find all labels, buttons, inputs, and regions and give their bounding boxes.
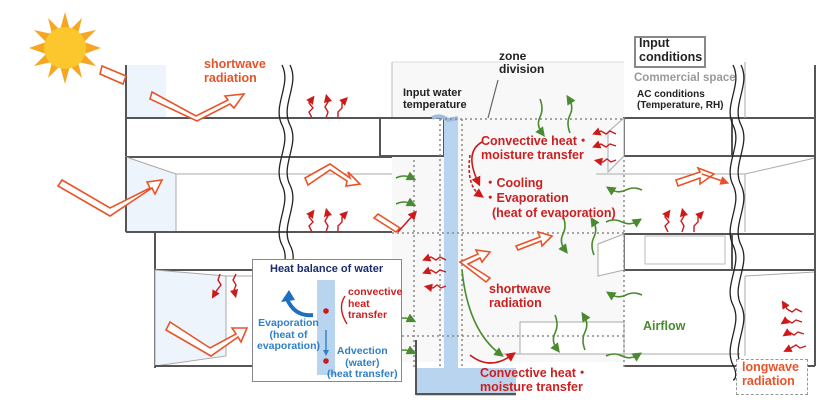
zone-division-pointer (487, 79, 499, 119)
convective-arrows (468, 141, 516, 364)
convective-bottom-line2: moisture transfer (480, 379, 583, 394)
convective-top-line1: Convective heat・ (481, 134, 590, 148)
zone-line1: zone (499, 49, 527, 63)
hb-adv-line3: (heat transfer) (327, 368, 398, 381)
hb-evap-line2: (heat of (269, 328, 308, 341)
longwave-line2: radiation (742, 373, 795, 388)
hb-conv-line3: transfer (348, 309, 388, 322)
convective-bottom-line1: Convective heat・ (480, 366, 589, 380)
zone-line2: division (499, 62, 545, 77)
convective-label-top: Convective heat・ moisture transfer (481, 134, 590, 163)
longwave-arrows (211, 93, 807, 352)
break-line-right (729, 64, 745, 381)
input-water-temperature-label: Input water temperature (403, 87, 467, 111)
airflow-label: Airflow (643, 319, 686, 333)
longwave-line1: longwave (742, 360, 799, 374)
hb-convective-label: convective heat transfer (348, 286, 403, 322)
hb-evap-line1: Evaporation (258, 317, 319, 329)
ac-line2: (Temperature, RH) (637, 100, 724, 111)
convective-top-line2: moisture transfer (481, 147, 584, 162)
shortwave-label-top: shortwave radiation (204, 57, 266, 86)
commercial-space-label: Commercial space (634, 72, 736, 84)
heat-of-evaporation-label: (heat of evaporation) (492, 206, 616, 220)
longwave-box (736, 359, 808, 395)
hb-conv-line1: convective (348, 286, 403, 298)
hb-evaporation-label: Evaporation (heat of evaporation) (257, 317, 321, 353)
input-conditions-line1: Input (639, 36, 670, 50)
input-water-line1: Input water (403, 87, 462, 99)
hb-adv-line2: (water) (345, 356, 380, 369)
shortwave-label-mid: shortwave radiation (489, 282, 551, 311)
shortwave-top-line2: radiation (204, 70, 257, 85)
water-channel (415, 114, 516, 396)
evaporation-label: ・Evaporation (484, 191, 569, 205)
break-line-left (278, 64, 294, 276)
shortwave-mid-line1: shortwave (489, 282, 551, 296)
heat-balance-title: Heat balance of water (270, 263, 384, 275)
input-conditions-line2: conditions (639, 49, 703, 64)
convective-label-bottom: Convective heat・ moisture transfer (480, 366, 589, 395)
longwave-label: longwave radiation (742, 360, 799, 389)
hb-conv-line2: heat (348, 297, 370, 310)
cooling-label: ・Cooling (484, 176, 544, 190)
hb-adv-line1: Advection (336, 345, 388, 357)
sun-icon (29, 12, 101, 84)
input-water-line2: temperature (403, 99, 467, 112)
hb-evap-line3: evaporation) (257, 340, 321, 353)
input-conditions-label: Input conditions (639, 36, 703, 65)
zone-division-lines (392, 118, 625, 368)
zone-division-label: zone division (499, 49, 545, 77)
shortwave-arrows (56, 64, 716, 357)
input-conditions-box (634, 36, 706, 68)
shortwave-top-line1: shortwave (204, 57, 266, 71)
ac-line1: AC conditions (637, 89, 705, 100)
hb-advection-label: Advection (water) (heat transfer) (327, 345, 398, 381)
shortwave-mid-line2: radiation (489, 295, 542, 310)
ac-conditions-label: AC conditions (Temperature, RH) (637, 89, 724, 111)
